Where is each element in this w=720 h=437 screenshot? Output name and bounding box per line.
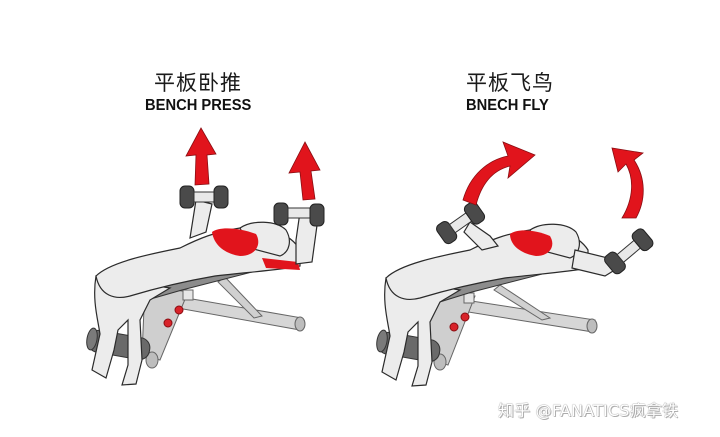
bench-press-illustration: [86, 127, 325, 386]
dumbbell-left: [179, 185, 229, 209]
chest-highlight: [212, 228, 259, 256]
chest-highlight: [510, 230, 553, 256]
arrow-up-icon: [185, 127, 217, 186]
watermark: 知乎 @FANATICS疯拿铁: [498, 401, 679, 420]
left-arm: [463, 221, 500, 251]
arrow-up-icon: [288, 141, 321, 201]
dumbbell-right: [604, 228, 654, 275]
dumbbell-right: [273, 202, 325, 227]
bench-press-panel: 平板卧推 BENCH PRESS: [86, 71, 325, 386]
left-arm: [189, 199, 213, 239]
bench-press-title-cn: 平板卧推: [154, 71, 242, 95]
curved-arrow-icon: [462, 141, 536, 206]
legs: [91, 275, 172, 386]
bench-frame: [141, 276, 306, 369]
bench-press-title-en: BENCH PRESS: [145, 97, 252, 114]
curved-arrow-icon: [611, 147, 644, 219]
legs: [381, 277, 462, 387]
bench-fly-panel: 平板飞鸟 BNECH FLY: [360, 0, 720, 437]
shoulder-highlight: [262, 258, 300, 270]
bench-fly-illustration: [376, 141, 654, 387]
bench-fly-title-en: BNECH FLY: [466, 97, 549, 114]
right-arm: [571, 249, 619, 277]
dumbbell-left: [436, 201, 486, 245]
bench-fly-title-cn: 平板飞鸟: [466, 71, 554, 95]
